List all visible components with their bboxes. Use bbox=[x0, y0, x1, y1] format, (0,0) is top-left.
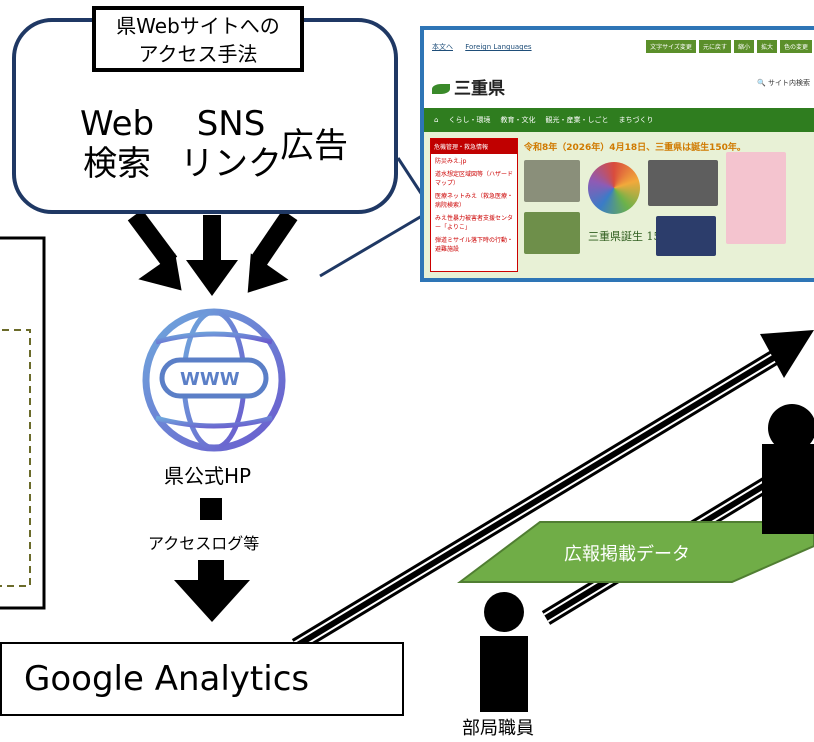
photo-night bbox=[656, 216, 716, 256]
tool-enlarge[interactable]: 拡大 bbox=[756, 40, 777, 53]
crisis-item[interactable]: 医療ネットみえ（救急医療・病院検索） bbox=[435, 193, 514, 209]
google-analytics-box: Google Analytics bbox=[0, 642, 404, 716]
title-line1: 県Webサイトへの bbox=[116, 14, 280, 38]
crisis-panel: 危機管理・救急情報 防災みえ.jp 道水想定区域図等（ハザードマップ） 医療ネッ… bbox=[430, 138, 518, 272]
logo-mark-icon bbox=[432, 84, 450, 94]
nav-item-6[interactable]: まちづくり bbox=[618, 116, 654, 124]
staff-label: 部局職員 bbox=[462, 718, 534, 739]
site-nav: ⌂ くらし・環境 教育・文化 観光・産業・しごと まちづくり bbox=[424, 108, 814, 132]
site-tools: 文字サイズ変更 元に戻す 縮小 拡大 色の変更 bbox=[646, 40, 812, 53]
method-sns-link: SNS リンク bbox=[180, 104, 282, 184]
website-screenshot: 本文へ Foreign Languages 文字サイズ変更 元に戻す 縮小 拡大… bbox=[420, 26, 814, 282]
method-sns: SNS bbox=[196, 104, 266, 144]
crisis-item[interactable]: みえ性暴力被害者支援センター「よりこ」 bbox=[435, 215, 514, 231]
access-methods-title: 県Webサイトへの アクセス手法 bbox=[92, 6, 304, 72]
method-web-search: Web 検索 bbox=[80, 104, 154, 184]
staff-person-icon bbox=[480, 592, 528, 712]
site-topbar: 本文へ Foreign Languages bbox=[432, 40, 542, 54]
method-link: リンク bbox=[180, 144, 282, 184]
banner-title: 令和8年（2026年）4月18日、三重県は誕生150年。 bbox=[524, 143, 746, 153]
crisis-item[interactable]: 道水想定区域図等（ハザードマップ） bbox=[435, 171, 514, 187]
nav-item-1[interactable]: くらし・環境 bbox=[448, 116, 491, 124]
log-label: アクセスログ等 bbox=[148, 534, 260, 553]
crisis-title: 危機管理・救急情報 bbox=[431, 139, 517, 154]
site-link-main[interactable]: 本文へ bbox=[432, 43, 453, 51]
site-logo[interactable]: 三重県 bbox=[432, 74, 505, 99]
crisis-item[interactable]: 弾道ミサイル落下時の行動・避難施設 bbox=[435, 237, 514, 253]
photo-crowd bbox=[648, 160, 718, 206]
home-icon[interactable]: ⌂ bbox=[434, 116, 439, 124]
photo-field bbox=[524, 212, 580, 254]
site-body: 危機管理・救急情報 防災みえ.jp 道水想定区域図等（ハザードマップ） 医療ネッ… bbox=[424, 132, 814, 278]
report-arrow bbox=[291, 330, 814, 653]
tool-shrink[interactable]: 縮小 bbox=[733, 40, 754, 53]
www-label: WWW bbox=[180, 369, 240, 390]
globe-icon bbox=[142, 308, 286, 452]
hp-label: 県公式HP bbox=[164, 464, 252, 488]
pr-data-shape bbox=[457, 521, 814, 583]
left-frame bbox=[0, 236, 46, 610]
person-right-icon bbox=[762, 404, 814, 534]
nav-item-5[interactable]: 観光・産業・しごと bbox=[545, 116, 609, 124]
nav-item-2[interactable]: 教育・文化 bbox=[500, 116, 536, 124]
method-ad: 広告 bbox=[280, 126, 348, 166]
title-line2: アクセス手法 bbox=[138, 42, 258, 66]
access-arrows bbox=[127, 209, 298, 296]
pr-data-label: 広報掲載データ bbox=[564, 544, 690, 565]
tool-color[interactable]: 色の変更 bbox=[779, 40, 812, 53]
method-search: 検索 bbox=[83, 144, 152, 184]
site-logo-text: 三重県 bbox=[454, 79, 505, 99]
photo-poster bbox=[726, 152, 786, 244]
site-search-label: サイト内検索 bbox=[768, 79, 810, 87]
crisis-item[interactable]: 防災みえ.jp bbox=[435, 158, 467, 165]
photo-road bbox=[524, 160, 580, 202]
log-arrow bbox=[174, 498, 250, 622]
tool-font-size[interactable]: 文字サイズ変更 bbox=[646, 40, 696, 53]
photo-circle-logo bbox=[588, 162, 640, 214]
site-search[interactable]: 🔍 サイト内検索 bbox=[757, 79, 810, 87]
tool-reset[interactable]: 元に戻す bbox=[698, 40, 731, 53]
site-link-foreign[interactable]: Foreign Languages bbox=[465, 43, 532, 51]
method-web: Web bbox=[80, 104, 155, 144]
